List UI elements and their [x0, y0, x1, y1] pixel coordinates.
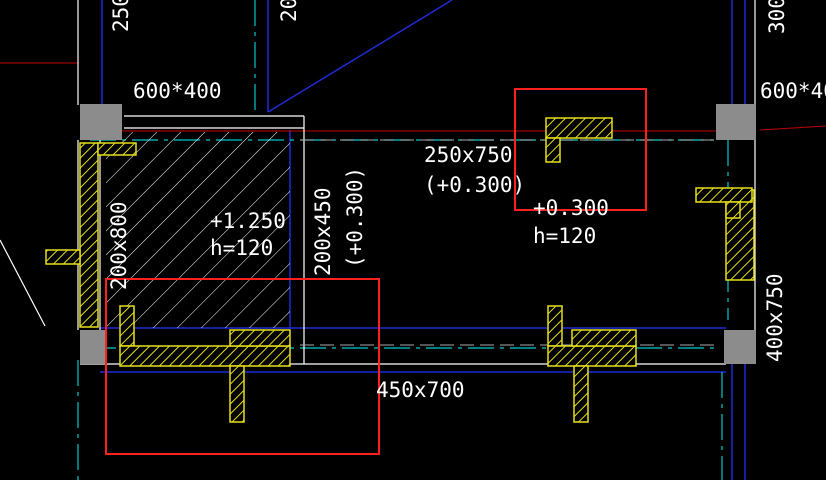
column-top-left [80, 104, 122, 140]
slab-left-hatch [106, 132, 290, 328]
dashed-guides [300, 139, 720, 346]
column-bottom-left [80, 330, 106, 364]
label-beam-mid-vert-elev: (+0.300) [343, 167, 367, 268]
labels: 250 20 300 600*400 600*40 250x750 (+0.30… [107, 0, 826, 402]
dimension-lines [0, 62, 826, 132]
label-beam-right-vert: 400x750 [763, 273, 787, 362]
label-top-mid-partial: 20 [277, 0, 301, 22]
label-slab-right-thk: h=120 [533, 224, 596, 248]
highlight-box-lower-left [105, 278, 380, 455]
label-column-right: 600*40 [760, 79, 826, 103]
label-top-left-partial: 250 [109, 0, 133, 32]
label-beam-bottom: 450x700 [376, 378, 465, 402]
label-slab-left-thk: h=120 [210, 236, 273, 260]
label-column-left: 600*400 [133, 79, 222, 103]
highlight-box-upper-right [514, 88, 647, 211]
columns [80, 104, 756, 364]
label-beam-top: 250x750 [424, 143, 513, 167]
beam-sections [45, 117, 755, 423]
label-slab-right-elev: +0.300 [533, 196, 609, 220]
label-beam-left-vert: 200x800 [107, 201, 131, 290]
column-bottom-right [724, 330, 756, 364]
label-top-right-partial: 300 [765, 0, 789, 34]
highlight-boxes [105, 88, 647, 455]
column-top-right [716, 104, 756, 140]
label-beam-mid-vert: 200x450 [311, 187, 335, 276]
label-slab-left-elev: +1.250 [210, 209, 286, 233]
label-beam-top-elev: (+0.300) [424, 173, 525, 197]
